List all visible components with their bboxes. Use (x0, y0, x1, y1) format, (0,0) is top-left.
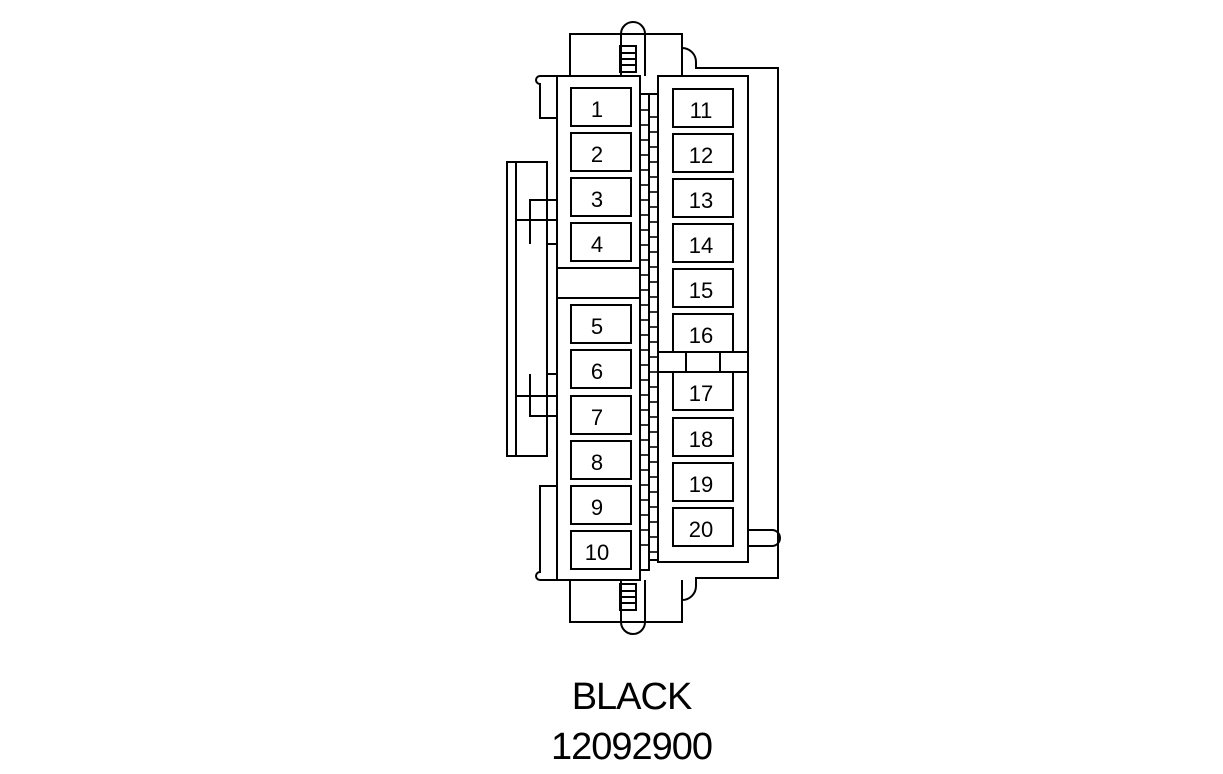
pin-label: 17 (689, 381, 713, 406)
pin-cell: 16 (672, 313, 734, 353)
pin-cell: 1 (570, 87, 632, 127)
pin-label: 5 (591, 314, 603, 339)
pin-cell: 8 (570, 440, 632, 480)
pin-cell: 3 (570, 177, 632, 217)
right-pin-column: 11 12 13 14 15 16 17 18 19 20 (672, 88, 734, 547)
pin-cell: 17 (672, 371, 734, 411)
pin-label: 13 (689, 188, 713, 213)
pin-cell: 15 (672, 268, 734, 308)
pin-cell: 6 (570, 349, 632, 389)
pin-label: 14 (689, 233, 713, 258)
pin-cell: 9 (570, 485, 632, 525)
pin-cell: 7 (570, 395, 632, 435)
pin-label: 15 (689, 278, 713, 303)
connector-housing (506, 21, 781, 635)
pin-label: 8 (591, 450, 603, 475)
pin-cell: 11 (672, 88, 734, 128)
pin-label: 16 (689, 323, 713, 348)
pin-label: 9 (591, 495, 603, 520)
left-pin-column: 1 2 3 4 5 6 7 8 9 10 (570, 87, 632, 570)
pin-label: 18 (689, 427, 713, 452)
pin-cell: 20 (672, 507, 734, 547)
pin-cell: 14 (672, 223, 734, 263)
pin-cell: 2 (570, 132, 632, 172)
pin-cell: 19 (672, 462, 734, 502)
rib-serrations (640, 109, 658, 553)
pin-label: 20 (689, 517, 713, 542)
connector-color-label: BLACK (571, 676, 693, 718)
pin-cell: 5 (570, 304, 632, 344)
pin-cell: 10 (570, 530, 632, 570)
pin-label: 7 (591, 405, 603, 430)
pin-cell: 12 (672, 133, 734, 173)
pin-label: 4 (591, 232, 603, 257)
pin-cell: 18 (672, 417, 734, 457)
connector-part-number: 12092900 (550, 726, 713, 768)
pin-label: 6 (591, 359, 603, 384)
pin-label: 3 (591, 187, 603, 212)
pin-label: 11 (690, 98, 713, 123)
pin-label: 12 (689, 143, 713, 168)
pin-label: 1 (591, 97, 603, 122)
pin-label: 10 (585, 540, 609, 565)
pin-label: 19 (689, 472, 713, 497)
pin-label: 2 (591, 142, 603, 167)
pin-cell: 13 (672, 178, 734, 218)
pin-cell: 4 (570, 222, 632, 262)
